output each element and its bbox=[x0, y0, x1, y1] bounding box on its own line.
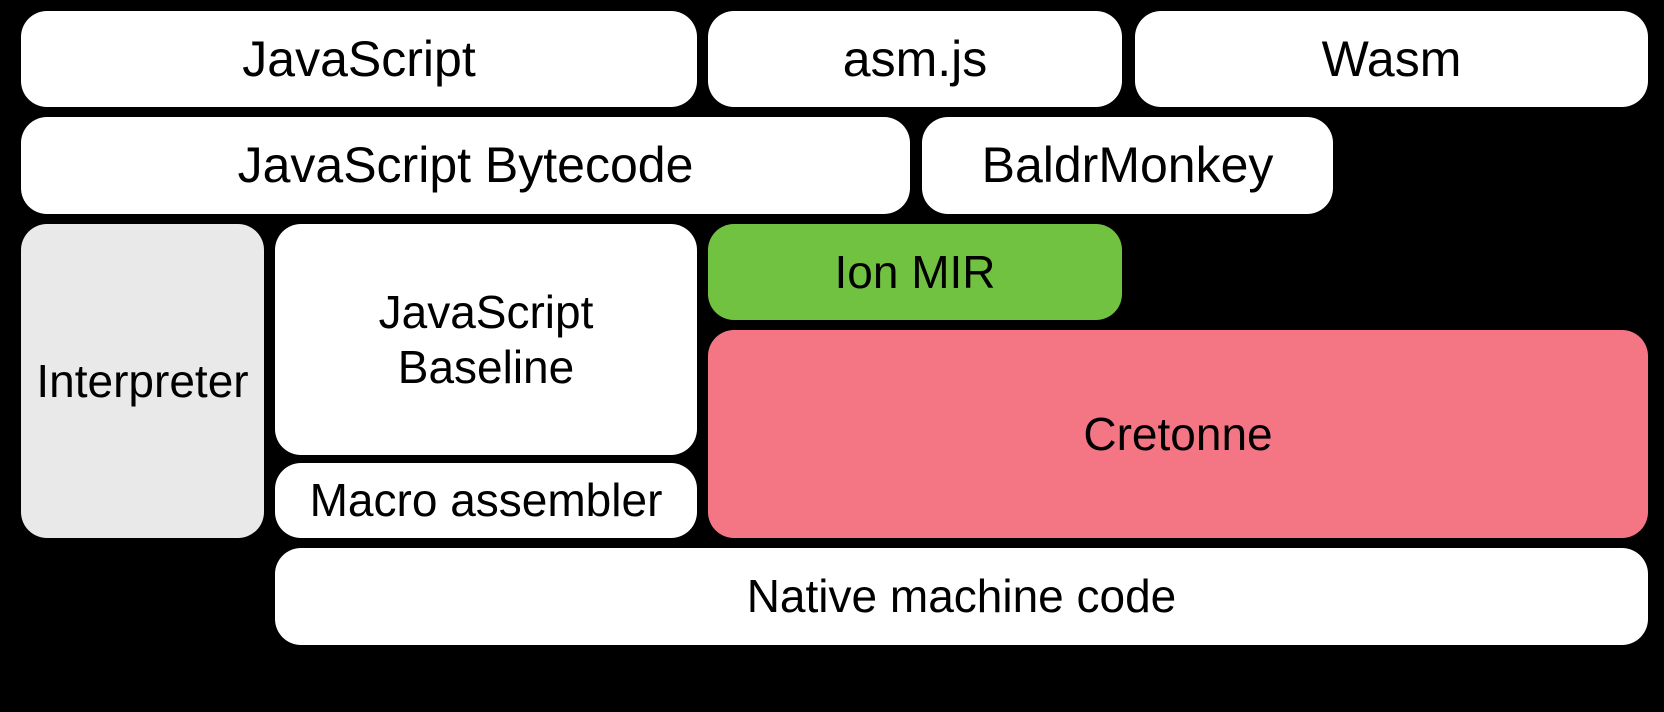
box-macro-assembler-label: Macro assembler bbox=[309, 474, 663, 527]
box-javascript-bytecode-label: JavaScript Bytecode bbox=[237, 137, 694, 193]
box-cretonne-label: Cretonne bbox=[1083, 407, 1273, 460]
box-cretonne[interactable]: Cretonne bbox=[708, 330, 1648, 538]
box-asm-js[interactable]: asm.js bbox=[708, 11, 1122, 107]
box-native-machine-code[interactable]: Native machine code bbox=[275, 548, 1648, 645]
box-ion-mir[interactable]: Ion MIR bbox=[708, 224, 1122, 320]
box-javascript[interactable]: JavaScript bbox=[21, 11, 697, 107]
box-wasm[interactable]: Wasm bbox=[1135, 11, 1648, 107]
box-baldrmonkey[interactable]: BaldrMonkey bbox=[922, 117, 1333, 214]
box-macro-assembler[interactable]: Macro assembler bbox=[275, 463, 697, 538]
box-native-machine-code-label: Native machine code bbox=[746, 570, 1177, 623]
box-interpreter[interactable]: Interpreter bbox=[21, 224, 264, 538]
box-javascript-baseline-label: JavaScript Baseline bbox=[378, 286, 594, 393]
box-asm-js-label: asm.js bbox=[842, 30, 988, 87]
box-javascript-baseline[interactable]: JavaScript Baseline bbox=[275, 224, 697, 455]
box-javascript-bytecode[interactable]: JavaScript Bytecode bbox=[21, 117, 910, 214]
box-wasm-label: Wasm bbox=[1321, 30, 1462, 87]
box-ion-mir-label: Ion MIR bbox=[834, 245, 996, 298]
box-baldrmonkey-label: BaldrMonkey bbox=[981, 137, 1274, 193]
box-javascript-label: JavaScript bbox=[242, 30, 476, 87]
box-interpreter-label: Interpreter bbox=[36, 354, 249, 407]
